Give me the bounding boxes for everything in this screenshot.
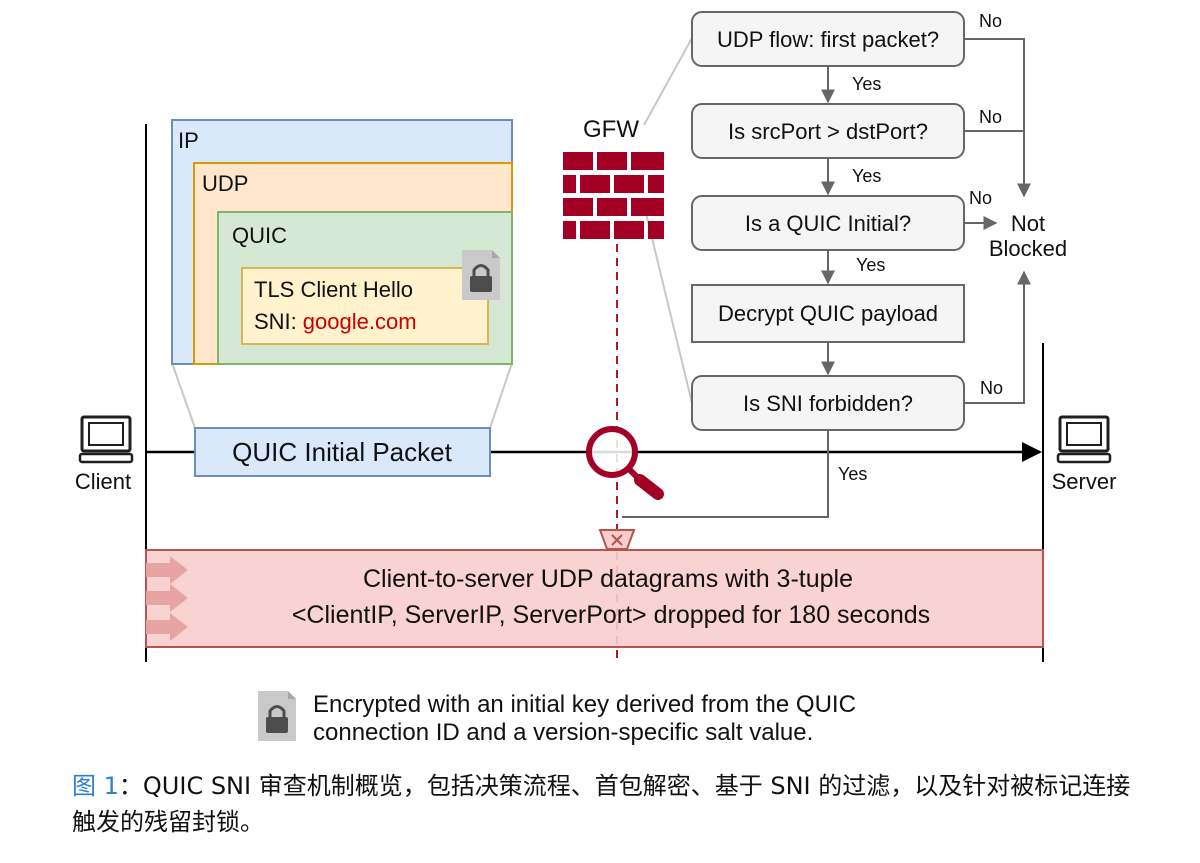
- server-label: Server: [1052, 469, 1117, 494]
- yes-branch-to-drop: [622, 430, 829, 518]
- drop-box-line2: <ClientIP, ServerIP, ServerPort> dropped…: [292, 601, 930, 629]
- flow-step-sni-forbidden-label: Is SNI forbidden?: [743, 391, 913, 416]
- magnifier-icon: [586, 426, 664, 500]
- flow-step-first-packet-label: UDP flow: first packet?: [717, 27, 939, 52]
- tls-client-hello-label: TLS Client Hello: [254, 277, 413, 302]
- drop-box-line1: Client-to-server UDP datagrams with 3-tu…: [363, 565, 853, 593]
- no-arrow-4: [964, 270, 1031, 404]
- no-label-1: No: [979, 11, 1002, 31]
- firewall-icon: [563, 152, 664, 239]
- flow-step-port-check-label: Is srcPort > dstPort?: [728, 119, 928, 144]
- quic-initial-packet-label: QUIC Initial Packet: [232, 437, 452, 467]
- decision-flowchart: UDP flow: first packet? Is srcPort > dst…: [622, 11, 1067, 518]
- legend-lock-icon: [258, 691, 296, 741]
- flow-step-decrypt-label: Decrypt QUIC payload: [718, 301, 938, 326]
- yes-label-2: Yes: [852, 166, 881, 186]
- server-computer-icon: [1056, 415, 1112, 464]
- trash-drop-icon: [598, 529, 636, 550]
- drop-box: [145, 549, 1044, 648]
- figure-caption: 图 1：QUIC SNI 审查机制概览，包括决策流程、首包解密、基于 SNI 的…: [72, 768, 1152, 840]
- yes-label-3: Yes: [856, 255, 885, 275]
- yes-label-4: Yes: [838, 464, 867, 484]
- quic-label: QUIC: [232, 223, 287, 248]
- sni-prefix: SNI:: [254, 309, 297, 334]
- client-computer-icon: [78, 415, 134, 464]
- yes-label-1: Yes: [852, 74, 881, 94]
- flow-guide-top: [643, 37, 693, 126]
- sni-line: SNI:google.com: [254, 309, 417, 334]
- no-label-3: No: [969, 188, 992, 208]
- zoom-guide-right: [489, 362, 513, 429]
- not-blocked-line1: Not: [1011, 211, 1045, 236]
- drop-direction-arrows: [146, 556, 188, 641]
- flow-step-quic-initial-label: Is a QUIC Initial?: [745, 211, 911, 236]
- zoom-guide-left: [171, 362, 196, 429]
- figure-label: 图 1: [72, 772, 119, 800]
- no-label-4: No: [980, 378, 1003, 398]
- client-label: Client: [75, 469, 131, 494]
- no-label-2: No: [979, 107, 1002, 127]
- encrypted-lock-icon: [462, 250, 500, 300]
- sni-value: google.com: [303, 309, 417, 334]
- packet-layers: IP UDP QUIC TLS Client Hello SNI:google.…: [171, 119, 513, 365]
- udp-label: UDP: [202, 171, 248, 196]
- figure-caption-text: ：QUIC SNI 审查机制概览，包括决策流程、首包解密、基于 SNI 的过滤，…: [72, 772, 1131, 836]
- quic-censorship-diagram: IP UDP QUIC TLS Client Hello SNI:google.…: [75, 11, 1117, 746]
- ip-label: IP: [178, 128, 199, 153]
- tls-client-hello-box: [241, 267, 489, 345]
- quic-initial-packet-box: [194, 427, 491, 477]
- legend-line1: Encrypted with an initial key derived fr…: [313, 691, 856, 718]
- not-blocked-line2: Blocked: [989, 236, 1067, 261]
- gfw-label: GFW: [583, 116, 639, 143]
- legend-line2: connection ID and a version-specific sal…: [313, 719, 813, 746]
- no-arrow-1: [964, 38, 1031, 198]
